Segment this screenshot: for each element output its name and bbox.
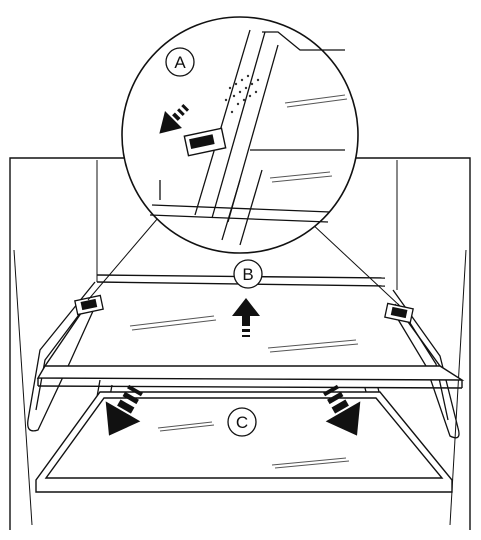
callout-c-label: C xyxy=(236,413,248,432)
detail-magnifier xyxy=(121,16,359,254)
baking-tray xyxy=(35,391,453,493)
callout-a-label: A xyxy=(174,53,186,72)
arrow-down-right-large-icon xyxy=(323,384,361,436)
detail-hatching xyxy=(269,94,348,183)
detail-dotted-shading xyxy=(224,74,260,114)
right-shelf-clip xyxy=(384,302,414,324)
callout-c: C xyxy=(227,407,257,437)
detail-leader-lines xyxy=(87,217,401,307)
shelf-hatching xyxy=(129,315,359,353)
callout-b: B xyxy=(233,259,263,289)
left-shelf-clip xyxy=(74,294,104,316)
callout-b-label: B xyxy=(242,265,253,284)
detail-clip xyxy=(183,127,227,157)
arrow-down-left-large-icon xyxy=(105,384,143,436)
tray-hatching xyxy=(157,421,350,469)
callout-a: A xyxy=(165,47,195,77)
arrow-down-left-icon xyxy=(159,103,190,134)
arrow-up-icon xyxy=(232,298,260,337)
